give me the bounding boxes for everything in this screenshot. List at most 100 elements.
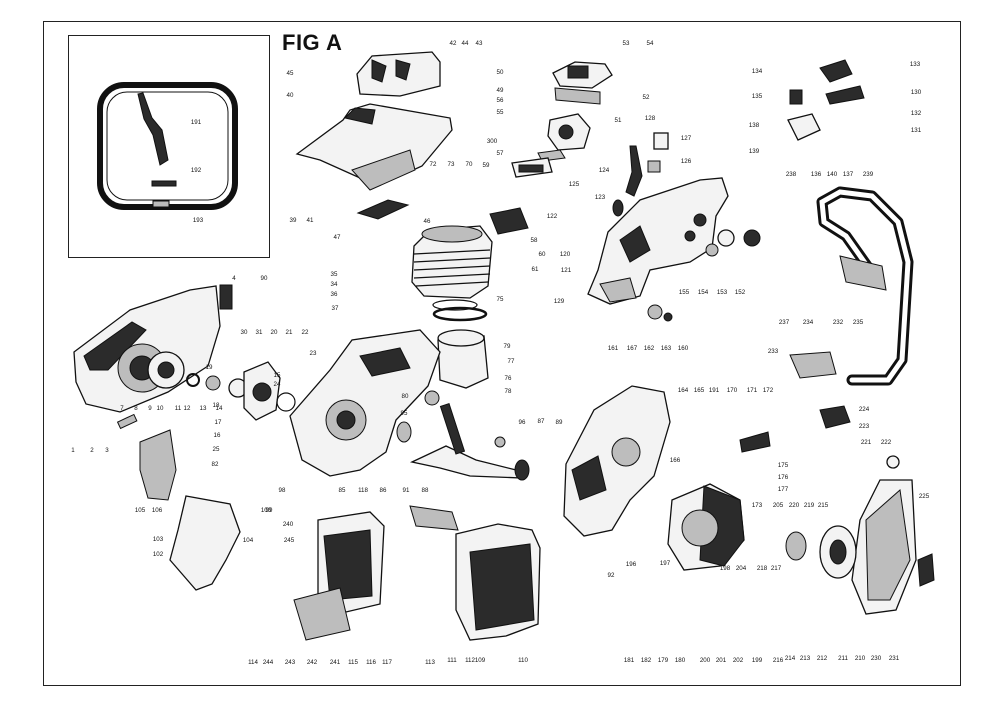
guards-muffler — [139, 429, 541, 641]
part-label-140: 140 — [827, 171, 838, 178]
part-label-197: 197 — [660, 560, 671, 567]
part-label-60: 60 — [539, 251, 546, 258]
part-label-245: 245 — [284, 537, 295, 544]
part-label-120: 120 — [560, 251, 571, 258]
part-label-223: 223 — [859, 423, 870, 430]
part-label-217: 217 — [771, 565, 782, 572]
part-label-78: 78 — [505, 388, 512, 395]
part-label-173: 173 — [752, 502, 763, 509]
part-label-95: 95 — [401, 410, 408, 417]
part-label-88: 88 — [422, 487, 429, 494]
part-label-117: 117 — [382, 659, 392, 666]
part-label-31: 31 — [256, 329, 263, 336]
part-label-47: 47 — [334, 234, 341, 241]
part-label-70: 70 — [466, 161, 473, 168]
inset-box-handle-detail — [68, 35, 270, 258]
part-label-202: 202 — [733, 657, 744, 664]
part-label-14: 14 — [216, 405, 223, 412]
part-label-180: 180 — [675, 657, 686, 664]
part-label-230: 230 — [871, 655, 882, 662]
part-label-128: 128 — [645, 115, 656, 122]
part-label-300: 300 — [487, 138, 498, 145]
part-label-219: 219 — [804, 502, 815, 509]
part-label-243: 243 — [285, 659, 296, 666]
part-label-204: 204 — [736, 565, 747, 572]
part-label-114: 114 — [248, 659, 258, 666]
part-label-23: 23 — [310, 350, 317, 357]
part-label-45: 45 — [287, 70, 294, 77]
part-label-134: 134 — [752, 68, 763, 75]
part-label-86: 86 — [380, 487, 387, 494]
part-label-77: 77 — [508, 358, 515, 365]
part-label-56: 56 — [497, 97, 504, 104]
part-label-46: 46 — [424, 218, 431, 225]
part-label-191: 191 — [709, 387, 720, 394]
part-label-124: 124 — [599, 167, 610, 174]
part-label-98: 98 — [279, 487, 286, 494]
part-label-54: 54 — [647, 40, 654, 47]
part-label-112: 112 — [465, 657, 475, 664]
part-label-8: 8 — [134, 405, 138, 412]
part-label-79: 79 — [504, 343, 511, 350]
diagram-frame — [43, 21, 961, 686]
part-label-36: 36 — [331, 291, 338, 298]
part-label-221: 221 — [861, 439, 872, 446]
part-label-35: 35 — [331, 271, 338, 278]
part-label-215: 215 — [818, 502, 829, 509]
part-label-100: 100 — [261, 507, 272, 514]
cylinder-piston — [411, 207, 529, 389]
part-label-196: 196 — [626, 561, 637, 568]
part-label-135: 135 — [752, 93, 763, 100]
part-label-1: 1 — [71, 447, 75, 454]
part-label-198: 198 — [720, 565, 731, 572]
part-label-152: 152 — [735, 289, 746, 296]
part-label-42: 42 — [450, 40, 457, 47]
part-label-99: 99 — [266, 507, 273, 514]
part-label-7: 7 — [120, 405, 124, 412]
part-label-225: 225 — [919, 493, 930, 500]
part-label-76: 76 — [505, 375, 512, 382]
part-label-2: 2 — [90, 447, 94, 454]
part-label-44: 44 — [462, 40, 469, 47]
part-label-237: 237 — [779, 319, 790, 326]
part-label-233: 233 — [768, 348, 779, 355]
part-label-20: 20 — [271, 329, 278, 336]
part-label-130: 130 — [911, 89, 922, 96]
part-label-167: 167 — [627, 345, 638, 352]
part-label-50: 50 — [497, 69, 504, 76]
part-label-154: 154 — [698, 289, 709, 296]
figure-title: FIG A — [282, 30, 343, 55]
part-label-39: 39 — [290, 217, 297, 224]
part-label-113: 113 — [425, 659, 435, 666]
part-label-22: 22 — [302, 329, 309, 336]
part-label-18: 18 — [213, 402, 220, 409]
part-label-3: 3 — [105, 447, 109, 454]
part-label-55: 55 — [497, 109, 504, 116]
part-label-125: 125 — [569, 181, 580, 188]
part-label-166: 166 — [670, 457, 681, 464]
part-label-171: 171 — [747, 387, 758, 394]
part-label-232: 232 — [833, 319, 844, 326]
part-label-175: 175 — [778, 462, 789, 469]
part-label-179: 179 — [658, 657, 669, 664]
part-label-52: 52 — [643, 94, 650, 101]
part-label-10: 10 — [157, 405, 164, 412]
part-label-11: 11 — [175, 405, 182, 412]
part-label-164: 164 — [678, 387, 689, 394]
part-label-82: 82 — [212, 461, 219, 468]
part-label-17: 17 — [215, 419, 222, 426]
part-label-116: 116 — [366, 659, 376, 666]
part-label-172: 172 — [763, 387, 774, 394]
part-label-176: 176 — [778, 474, 789, 481]
part-label-43: 43 — [476, 40, 483, 47]
part-label-129: 129 — [554, 298, 565, 305]
part-label-161: 161 — [608, 345, 619, 352]
part-label-75: 75 — [497, 296, 504, 303]
part-label-155: 155 — [679, 289, 690, 296]
part-label-61: 61 — [532, 266, 539, 273]
part-label-163: 163 — [661, 345, 672, 352]
part-label-12: 12 — [184, 405, 191, 412]
part-label-239: 239 — [863, 171, 874, 178]
part-label-213: 213 — [800, 655, 811, 662]
part-label-220: 220 — [789, 502, 800, 509]
